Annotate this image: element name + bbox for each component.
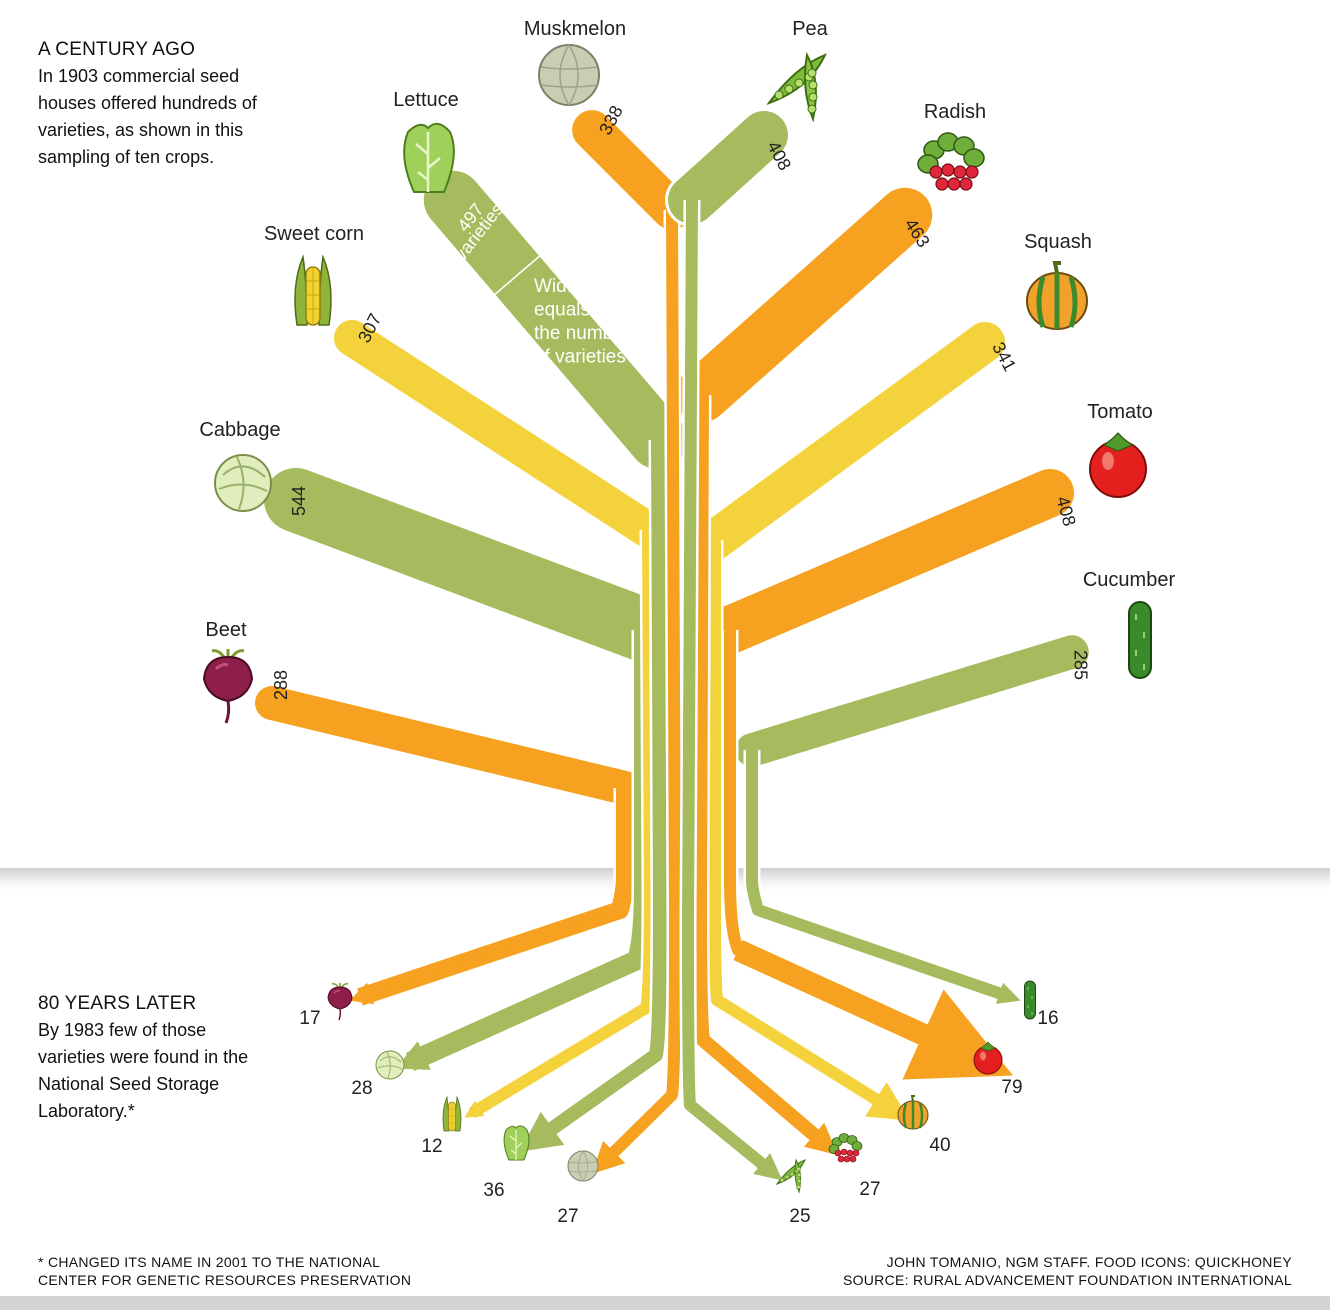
arrow-radish bbox=[700, 1037, 838, 1156]
bottom-note-text: By 1983 few of those varieties were foun… bbox=[38, 1020, 249, 1121]
trunk-tomato bbox=[724, 630, 971, 1061]
value-1983-pea: 25 bbox=[789, 1206, 810, 1227]
value-1903-cucumber: 285 bbox=[1070, 650, 1090, 680]
lettuce-icon bbox=[403, 122, 455, 193]
crop-name-sweet-corn: Sweet corn bbox=[264, 223, 364, 245]
footnote: * CHANGED ITS NAME IN 2001 TO THE NATION… bbox=[38, 1253, 558, 1289]
trunk-radish bbox=[693, 394, 831, 1151]
crop-name-muskmelon: Muskmelon bbox=[524, 18, 626, 40]
credits-line-2: SOURCE: RURAL ADVANCEMENT FOUNDATION INT… bbox=[842, 1272, 1292, 1288]
arrow-lettuce bbox=[519, 1051, 659, 1152]
value-1903-cabbage: 544 bbox=[289, 486, 309, 516]
crop-name-tomato: Tomato bbox=[1087, 401, 1153, 423]
small-cucumber-icon bbox=[1024, 980, 1036, 1020]
crop-name-cabbage: Cabbage bbox=[199, 419, 280, 441]
bottom-note-heading: 80 YEARS LATER bbox=[38, 993, 197, 1014]
branch-muskmelon bbox=[569, 107, 695, 1175]
width-note-line-3: the number bbox=[534, 323, 631, 344]
value-1983-muskmelon: 27 bbox=[557, 1206, 578, 1227]
arrow-cucumber bbox=[757, 907, 1021, 1004]
trunk-cabbage bbox=[405, 630, 654, 1072]
bar-muskmelon bbox=[572, 110, 692, 230]
bar-sweet-corn bbox=[333, 319, 667, 549]
branch-squash bbox=[691, 318, 1009, 1121]
trunk-pea bbox=[682, 199, 776, 1177]
bar-cucumber bbox=[735, 635, 1089, 767]
value-1983-radish: 27 bbox=[859, 1179, 880, 1200]
value-1983-tomato: 79 bbox=[1001, 1077, 1022, 1098]
small-tomato-icon bbox=[973, 1041, 1003, 1075]
value-1983-lettuce: 36 bbox=[483, 1180, 504, 1201]
small-cabbage-icon bbox=[375, 1050, 405, 1080]
bar-cabbage bbox=[264, 468, 676, 662]
small-muskmelon-icon bbox=[567, 1150, 599, 1182]
arrow-tomato bbox=[733, 939, 1014, 1080]
branch-cucumber bbox=[732, 632, 1092, 1004]
corn-icon bbox=[294, 254, 332, 326]
bar-radish bbox=[674, 187, 933, 423]
cabbage-icon bbox=[214, 454, 272, 512]
muskmelon-icon bbox=[538, 44, 600, 106]
value-1983-cabbage: 28 bbox=[351, 1078, 372, 1099]
branch-pea bbox=[665, 108, 791, 1181]
arrow-beet bbox=[349, 907, 621, 1005]
trunk-lettuce bbox=[531, 439, 667, 1146]
arrow-squash bbox=[714, 996, 911, 1121]
footnote-line-1: * CHANGED ITS NAME IN 2001 TO THE NATION… bbox=[38, 1254, 381, 1270]
bar-beet bbox=[255, 686, 642, 805]
credits: JOHN TOMANIO, NGM STAFF. FOOD ICONS: QUI… bbox=[692, 1253, 1292, 1289]
radish-icon bbox=[917, 132, 985, 191]
small-lettuce-icon bbox=[503, 1125, 530, 1161]
value-1983-cucumber: 16 bbox=[1037, 1008, 1058, 1029]
trunk-sweet-corn bbox=[468, 529, 656, 1119]
trunk-cucumber bbox=[746, 750, 1012, 1003]
branch-tomato bbox=[703, 466, 1077, 1080]
value-1983-beet: 17 bbox=[299, 1008, 320, 1029]
width-note-line-2: equals bbox=[534, 300, 590, 321]
credits-line-1: JOHN TOMANIO, NGM STAFF. FOOD ICONS: QUI… bbox=[886, 1254, 1292, 1270]
squash-icon bbox=[1026, 261, 1088, 330]
pea-icon bbox=[766, 51, 827, 123]
tomato-icon bbox=[1089, 432, 1147, 498]
cucumber-icon bbox=[1128, 601, 1152, 679]
small-squash-icon bbox=[897, 1095, 929, 1130]
width-note-line-1: Width bbox=[534, 276, 583, 297]
arrow-cabbage bbox=[395, 956, 639, 1070]
bottom-note: 80 YEARS LATER By 1983 few of those vari… bbox=[38, 990, 278, 1125]
footnote-line-2: CENTER FOR GENETIC RESOURCES PRESERVATIO… bbox=[38, 1272, 412, 1288]
value-1983-sweet-corn: 12 bbox=[421, 1136, 442, 1157]
trunk-muskmelon bbox=[598, 209, 681, 1168]
bottom-border bbox=[0, 1296, 1330, 1310]
crop-name-radish: Radish bbox=[924, 101, 986, 123]
beet-icon bbox=[202, 649, 254, 724]
trunk-squash bbox=[709, 540, 897, 1116]
top-note: A CENTURY AGO In 1903 commercial seed ho… bbox=[38, 36, 298, 171]
value-1983-squash: 40 bbox=[929, 1135, 950, 1156]
bar-tomato bbox=[706, 469, 1074, 654]
branch-radish bbox=[671, 184, 936, 1156]
crop-name-cucumber: Cucumber bbox=[1083, 569, 1176, 591]
small-beet-icon bbox=[327, 983, 353, 1021]
trunk-beet bbox=[357, 788, 634, 1006]
crop-name-squash: Squash bbox=[1024, 231, 1092, 253]
width-note-line-4: of varieties bbox=[534, 347, 626, 368]
crop-name-lettuce: Lettuce bbox=[393, 89, 459, 111]
top-note-heading: A CENTURY AGO bbox=[38, 39, 196, 60]
small-pea-icon bbox=[775, 1158, 806, 1194]
arrow-muskmelon bbox=[591, 1092, 675, 1175]
small-corn-icon bbox=[442, 1095, 462, 1132]
top-note-text: In 1903 commercial seed houses offered h… bbox=[38, 66, 257, 167]
crop-name-pea: Pea bbox=[792, 18, 828, 40]
crop-name-beet: Beet bbox=[205, 619, 247, 641]
value-1903-beet: 288 bbox=[271, 670, 291, 700]
branch-beet bbox=[252, 683, 645, 1006]
arrow-sweet-corn bbox=[464, 1006, 648, 1118]
branch-sweet-corn bbox=[330, 316, 670, 1119]
bar-squash bbox=[694, 321, 1006, 561]
arrow-pea bbox=[688, 1102, 783, 1181]
width-arrow-icon bbox=[486, 236, 563, 302]
bar-pea bbox=[668, 111, 788, 224]
small-radish-icon bbox=[828, 1133, 863, 1163]
